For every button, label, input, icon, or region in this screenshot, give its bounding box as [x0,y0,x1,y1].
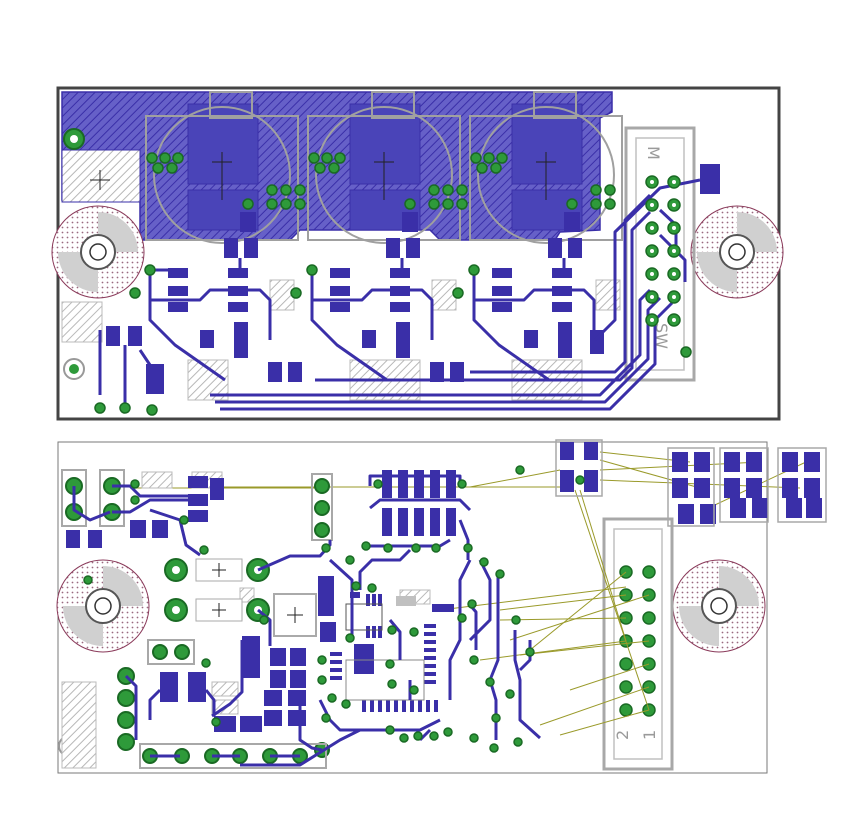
top-header-label-sw: SW [652,323,671,349]
bottom-header-pins [619,565,656,717]
bottom-smd-pads [66,470,456,732]
top-board: M SW [51,86,784,421]
mounting-hole-bottom-left [56,559,150,653]
top-header-label-m: M [644,146,663,160]
bottom-vias [83,465,585,753]
top-crosshairs [90,152,556,200]
bottom-mounting-holes [56,559,766,757]
mounting-hole-top-right [690,205,784,299]
mounting-hole-bottom-right [672,559,766,653]
bottom-ic-chips [330,594,438,712]
bottom-resistors [195,558,317,637]
mounting-hole-top-left [51,205,145,299]
top-traces [98,178,701,411]
bottom-header-label-1: 1 [640,730,659,740]
bottom-board: 2 1 [56,439,827,774]
bottom-smd-array [560,442,822,524]
top-header-connector: M SW [624,126,696,382]
bottom-header-label-2: 2 [613,730,632,740]
top-vias [94,152,692,416]
bottom-smd-silk [555,439,827,527]
top-mounting-holes [51,128,784,380]
top-silk-capacitors [145,91,623,244]
top-smd-pads [106,164,720,394]
